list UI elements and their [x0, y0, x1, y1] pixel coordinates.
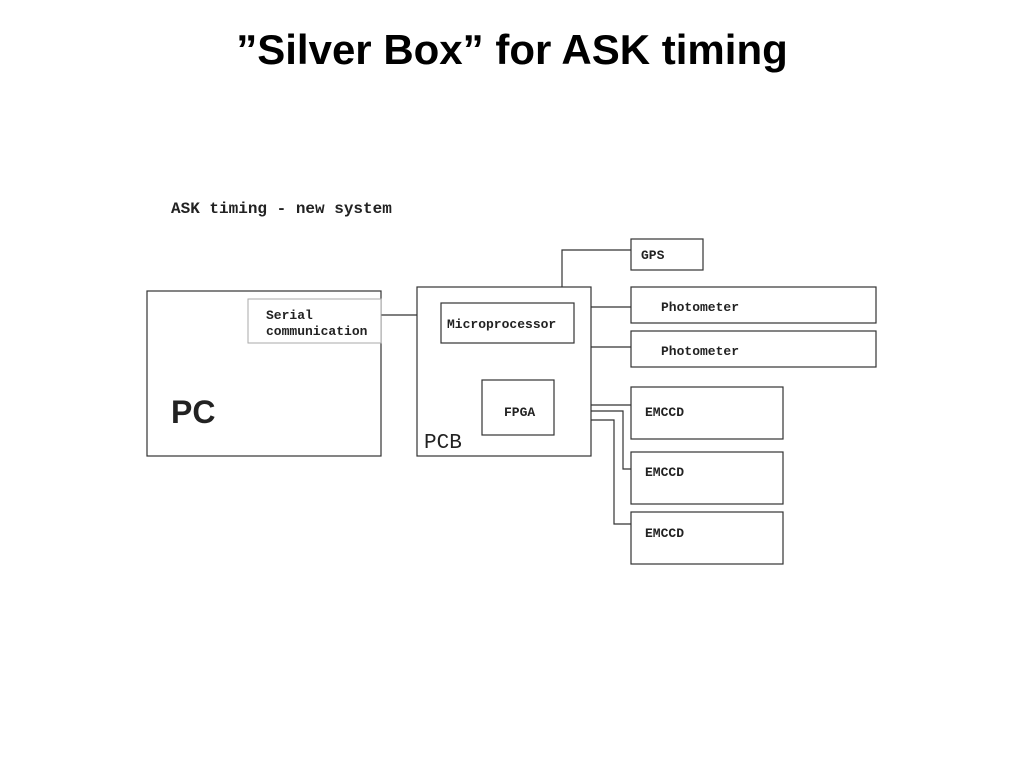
emccd-1-box — [630, 386, 784, 440]
connectors — [381, 249, 631, 525]
devices: GPS Photometer Photometer EMCCD EMCCD EM… — [630, 238, 877, 565]
microprocessor-label: Microprocessor — [447, 317, 556, 332]
pc-block: Serial communication PC — [146, 290, 382, 457]
emccd-3-label: EMCCD — [645, 526, 684, 541]
photometer-2-label: Photometer — [661, 344, 739, 359]
microprocessor-box — [440, 302, 575, 344]
emccd-3-box — [630, 511, 784, 565]
emccd-2-label: EMCCD — [645, 465, 684, 480]
fpga-emccd-2-link — [591, 410, 631, 470]
pcb-label: PCB — [424, 432, 462, 455]
serial-label-line1: Serial — [266, 308, 313, 323]
pcb-gps-link — [561, 249, 631, 287]
emccd-2-box — [630, 451, 784, 505]
fpga-emccd-3-link — [591, 419, 631, 525]
fpga-box — [481, 379, 555, 436]
photometer-1-box — [630, 286, 877, 324]
fpga-label: FPGA — [504, 405, 535, 420]
emccd-1-label: EMCCD — [645, 405, 684, 420]
pcb-block: Microprocessor FPGA PCB — [416, 286, 592, 457]
pc-label: PC — [171, 394, 215, 430]
photometer-2-box — [630, 330, 877, 368]
slide-title: ”Silver Box” for ASK timing — [236, 26, 788, 73]
gps-box — [630, 238, 704, 271]
serial-label-line2: communication — [266, 324, 368, 339]
diagram-subtitle: ASK timing - new system — [171, 200, 392, 218]
gps-label: GPS — [641, 248, 665, 263]
serial-communication-box — [247, 298, 382, 344]
photometer-1-label: Photometer — [661, 300, 739, 315]
